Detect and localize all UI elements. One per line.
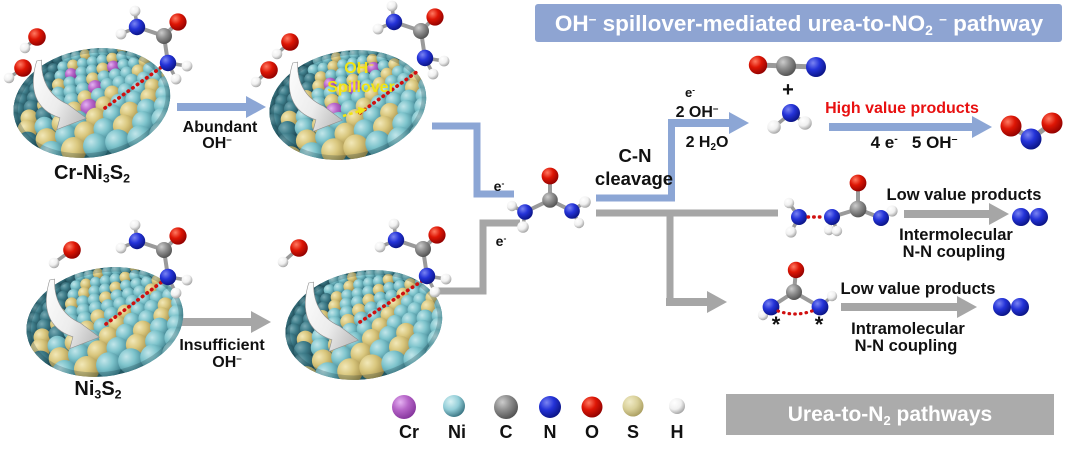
- svg-text:C-N: C-N: [619, 145, 652, 166]
- svg-text:e-: e-: [496, 233, 507, 249]
- svg-text:Cr: Cr: [399, 422, 419, 442]
- svg-text:Low value products: Low value products: [887, 186, 1042, 204]
- svg-text:e-: e-: [494, 178, 505, 194]
- svg-text:N: N: [544, 422, 557, 442]
- svg-text:OH–: OH–: [212, 354, 242, 371]
- svg-text:Ni3S2: Ni3S2: [74, 378, 121, 402]
- svg-text:e-: e-: [685, 85, 695, 100]
- svg-text:Intermolecular: Intermolecular: [899, 226, 1013, 244]
- svg-text:H: H: [671, 422, 684, 442]
- svg-text:OH– spillover-mediated urea-to: OH– spillover-mediated urea-to-NO2 – pat…: [555, 10, 1044, 38]
- svg-text:+: +: [782, 79, 794, 101]
- svg-text:cleavage: cleavage: [595, 168, 673, 189]
- svg-text:OH–: OH–: [344, 60, 374, 77]
- svg-text:C: C: [500, 422, 513, 442]
- svg-text:High value products: High value products: [825, 100, 979, 117]
- svg-text:N-N coupling: N-N coupling: [903, 243, 1006, 261]
- svg-text:Cr-Ni3S2: Cr-Ni3S2: [54, 162, 130, 186]
- svg-text:*: *: [772, 312, 781, 337]
- svg-text:Spillover: Spillover: [327, 79, 395, 96]
- svg-text:S: S: [627, 422, 639, 442]
- svg-text:4 e- 5 OH–: 4 e- 5 OH–: [871, 133, 958, 152]
- svg-text:Insufficient: Insufficient: [179, 337, 265, 354]
- svg-text:2 H2O: 2 H2O: [686, 134, 729, 153]
- svg-text:Intramolecular: Intramolecular: [851, 320, 965, 338]
- svg-text:N-N coupling: N-N coupling: [855, 337, 958, 355]
- svg-text:OH–: OH–: [202, 135, 232, 152]
- svg-text:O: O: [585, 422, 599, 442]
- svg-text:*: *: [815, 312, 824, 337]
- svg-text:Ni: Ni: [448, 422, 466, 442]
- svg-text:Urea-to-N2 pathways: Urea-to-N2 pathways: [788, 403, 992, 428]
- svg-text:2 OH–: 2 OH–: [676, 104, 719, 121]
- svg-text:Low value products: Low value products: [841, 280, 996, 298]
- svg-text:Abundant: Abundant: [183, 119, 258, 136]
